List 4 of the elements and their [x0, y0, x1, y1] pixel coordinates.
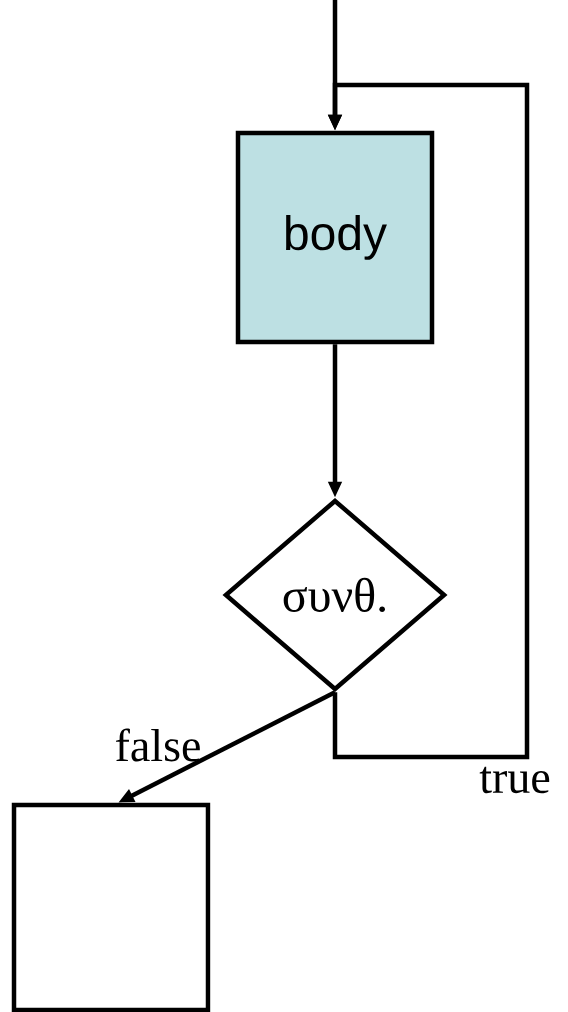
edge-label: false [116, 728, 200, 762]
process-box [11, 802, 211, 1012]
edge-label: true [479, 766, 550, 794]
process-box: body [235, 130, 435, 345]
